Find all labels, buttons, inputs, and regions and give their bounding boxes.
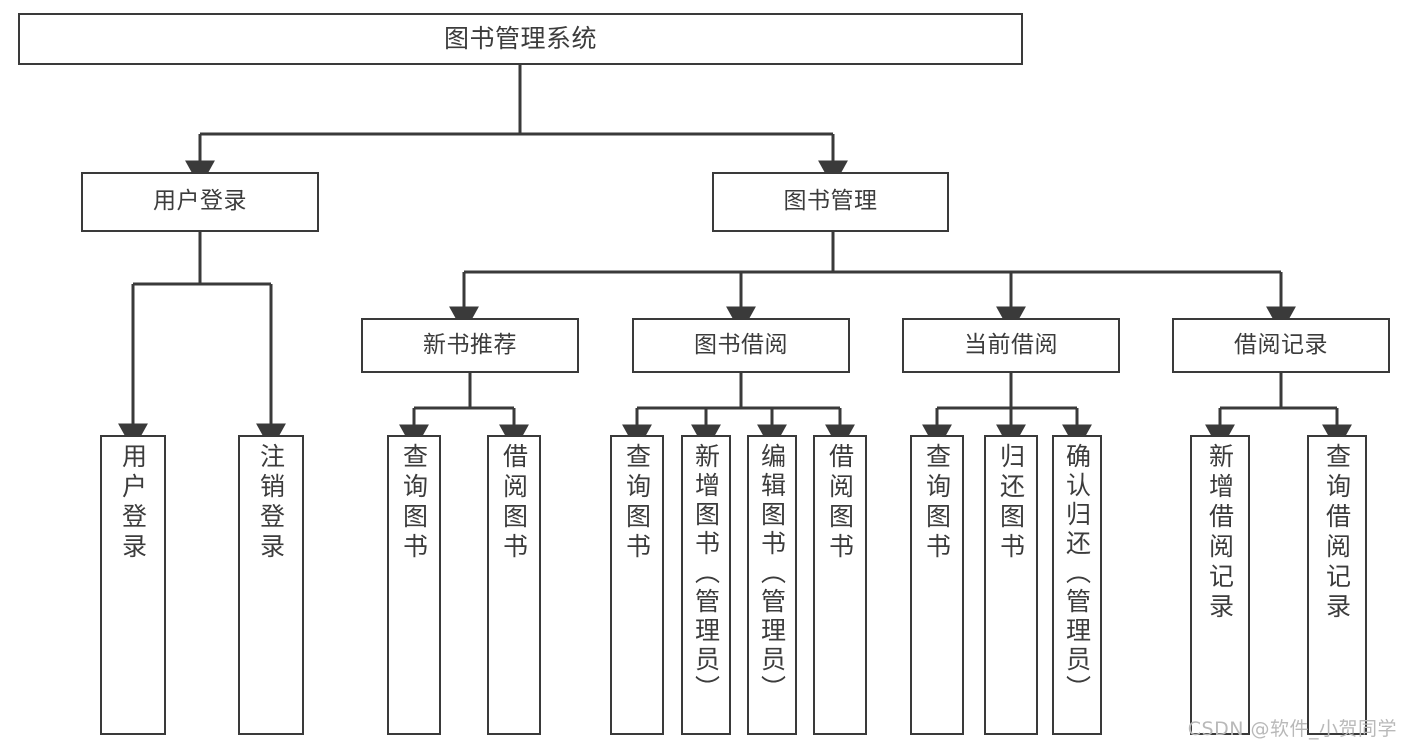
node-leaf-query-book-3[interactable]: 查询图书 — [910, 435, 964, 735]
node-leaf-add-book[interactable]: 新增图书（管理员） — [681, 435, 731, 735]
leaf-label: 编辑图书（管理员） — [757, 443, 787, 704]
node-leaf-borrow-book-2[interactable]: 借阅图书 — [813, 435, 867, 735]
leaf-label: 用户登录 — [118, 443, 148, 563]
node-leaf-user-logout[interactable]: 注销登录 — [238, 435, 304, 735]
node-leaf-edit-book[interactable]: 编辑图书（管理员） — [747, 435, 797, 735]
node-leaf-query-borrow-record[interactable]: 查询借阅记录 — [1307, 435, 1367, 735]
node-leaf-add-borrow-record[interactable]: 新增借阅记录 — [1190, 435, 1250, 735]
node-book-borrow[interactable]: 图书借阅 — [632, 318, 850, 373]
node-leaf-user-login[interactable]: 用户登录 — [100, 435, 166, 735]
leaf-label: 查询图书 — [399, 443, 429, 563]
leaf-label: 确认归还（管理员） — [1062, 443, 1092, 704]
leaf-label: 借阅图书 — [499, 443, 529, 563]
leaf-label: 新增图书（管理员） — [691, 443, 721, 704]
leaf-label: 新增借阅记录 — [1205, 443, 1235, 623]
node-book-manage[interactable]: 图书管理 — [712, 172, 949, 232]
leaf-label: 借阅图书 — [825, 443, 855, 563]
node-leaf-query-book-2[interactable]: 查询图书 — [610, 435, 664, 735]
node-root[interactable]: 图书管理系统 — [18, 13, 1023, 65]
watermark-text: CSDN @软件_小贺同学 — [1187, 718, 1397, 740]
leaf-label: 查询图书 — [622, 443, 652, 563]
node-leaf-borrow-book-1[interactable]: 借阅图书 — [487, 435, 541, 735]
node-new-book-recommendation[interactable]: 新书推荐 — [361, 318, 579, 373]
leaf-label: 注销登录 — [256, 443, 286, 563]
node-current-borrow[interactable]: 当前借阅 — [902, 318, 1120, 373]
node-user-login[interactable]: 用户登录 — [81, 172, 319, 232]
leaf-label: 归还图书 — [996, 443, 1026, 563]
node-leaf-query-book-1[interactable]: 查询图书 — [387, 435, 441, 735]
node-leaf-return-book[interactable]: 归还图书 — [984, 435, 1038, 735]
node-leaf-confirm-return[interactable]: 确认归还（管理员） — [1052, 435, 1102, 735]
node-borrow-record[interactable]: 借阅记录 — [1172, 318, 1390, 373]
leaf-label: 查询图书 — [922, 443, 952, 563]
leaf-label: 查询借阅记录 — [1322, 443, 1352, 623]
